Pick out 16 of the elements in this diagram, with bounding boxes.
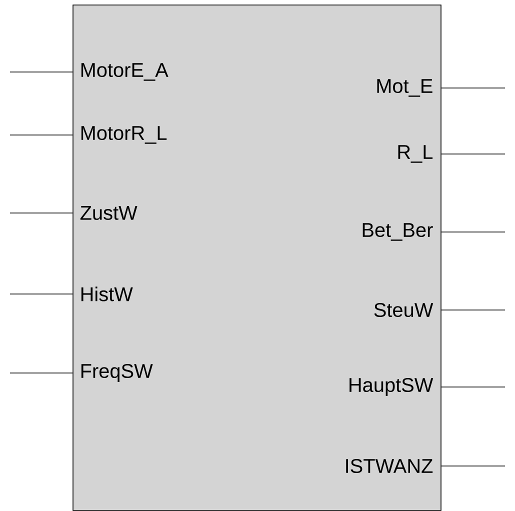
pin-label: R_L: [398, 145, 433, 163]
pin-label: MotorE_A: [81, 63, 168, 81]
pin-line: [10, 134, 73, 136]
pin-label: MotorR_L: [81, 126, 167, 144]
pin-label: SteuW: [374, 302, 434, 318]
function-block: [72, 4, 442, 511]
pin-label: ISTWANZ: [346, 458, 433, 474]
pin-label: HistW: [81, 286, 133, 302]
pin-line: [10, 372, 73, 374]
pin-label: FreqSW: [81, 364, 153, 382]
pin-line: [441, 386, 506, 388]
pin-label: Mot_E: [377, 79, 432, 97]
pin-line: [10, 212, 73, 214]
pin-label: HauptSW: [350, 378, 434, 396]
pin-label: ZustW: [80, 206, 138, 220]
pin-label: Bet_Ber: [362, 223, 433, 241]
